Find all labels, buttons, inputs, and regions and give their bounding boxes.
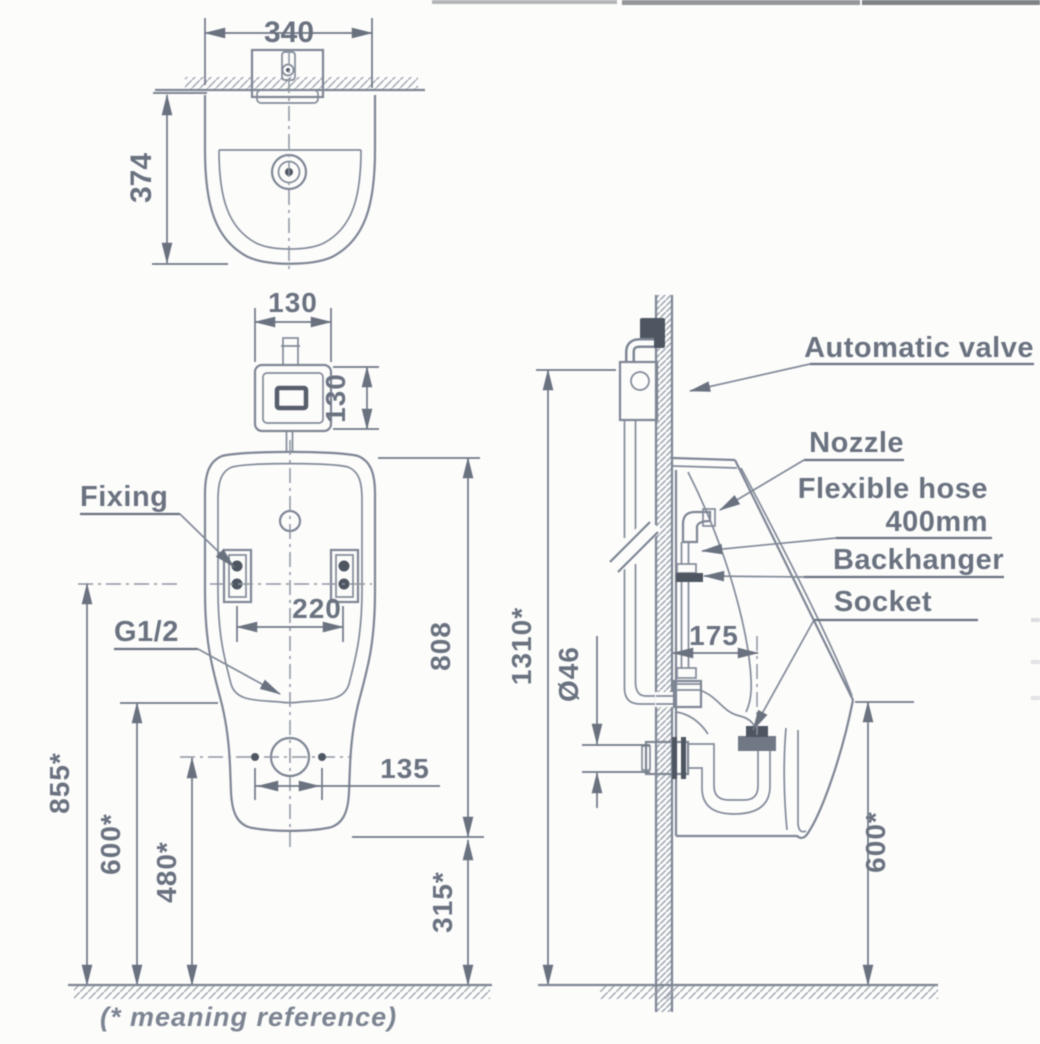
leader-automatic-valve (688, 363, 811, 392)
side-callouts: Automatic valve Nozzle Flexible hose 400… (688, 332, 1034, 731)
dim-135 (254, 768, 440, 800)
leader-g12 (197, 648, 281, 695)
flexible-hose (676, 542, 697, 679)
dim-600-right (855, 700, 914, 987)
leader-fixing (179, 513, 235, 568)
label-fixing: Fixing (80, 481, 168, 513)
dim-label-374: 374 (125, 153, 158, 203)
inlet-spud-side (672, 679, 703, 709)
sensor-valve-front (253, 337, 333, 452)
dim-label-600-right: 600* (860, 811, 891, 873)
dim-1310 (536, 368, 616, 987)
wall-hatch-top-view (185, 77, 418, 90)
dim-label-1310: 1310* (506, 607, 537, 685)
pipe-break-gap (608, 518, 662, 570)
side-view: 175 Ø46 1310* 600* Automatic valve (506, 295, 1034, 1012)
leader-socket (752, 619, 815, 731)
dim-label-600-left: 600* (95, 813, 126, 875)
dim-o46 (582, 636, 650, 808)
sensor-window (274, 385, 309, 411)
pipe-break-symbol (609, 521, 651, 563)
front-view: 130 130 Fixing G1/2 (44, 287, 492, 999)
label-nozzle: Nozzle (809, 427, 904, 459)
footnote: (* meaning reference) (100, 1002, 397, 1032)
floor-hatch-side (600, 986, 938, 999)
dim-label-135: 135 (380, 753, 430, 784)
dim-label-130-width: 130 (268, 287, 318, 318)
dim-label-220: 220 (292, 593, 342, 624)
label-flexible-hose: Flexible hose (798, 473, 988, 505)
urinal-body-front (203, 450, 377, 832)
dim-label-o46: Ø46 (553, 646, 584, 702)
wall-section (654, 295, 674, 1012)
dim-374 (152, 92, 228, 265)
label-socket: Socket (834, 586, 932, 618)
scan-artifact-strip (432, 0, 1040, 700)
dim-label-130-height: 130 (320, 373, 351, 423)
dim-175 (671, 636, 760, 740)
fixing-plates (222, 548, 360, 604)
supply-pipes (608, 420, 676, 707)
top-view: 340 374 (125, 16, 425, 274)
backhanger-bracket (676, 573, 703, 582)
dim-130-width (253, 308, 333, 362)
dim-808 (352, 456, 484, 839)
dim-220 (235, 606, 345, 642)
label-automatic-valve: Automatic valve (804, 332, 1034, 364)
trap-nut (738, 736, 776, 751)
dim-label-855: 855* (44, 752, 75, 814)
dim-label-808: 808 (425, 621, 456, 671)
nozzle (681, 508, 716, 544)
automatic-valve (618, 318, 665, 422)
label-backhanger: Backhanger (833, 544, 1004, 576)
urinal-body-side (672, 456, 855, 840)
dim-130-height (333, 365, 379, 431)
dim-340 (203, 18, 374, 88)
dim-label-315: 315* (427, 871, 458, 933)
leader-backhanger (702, 570, 805, 582)
dim-label-480: 480* (151, 841, 182, 903)
label-g12: G1/2 (114, 616, 179, 648)
dim-label-340: 340 (264, 16, 314, 49)
dim-600-left (120, 701, 218, 987)
leader-flexible-hose (700, 537, 837, 555)
dim-label-175: 175 (689, 620, 739, 651)
label-400mm: 400mm (886, 506, 988, 538)
leader-nozzle (719, 459, 805, 511)
floor-hatch-front (74, 986, 490, 999)
